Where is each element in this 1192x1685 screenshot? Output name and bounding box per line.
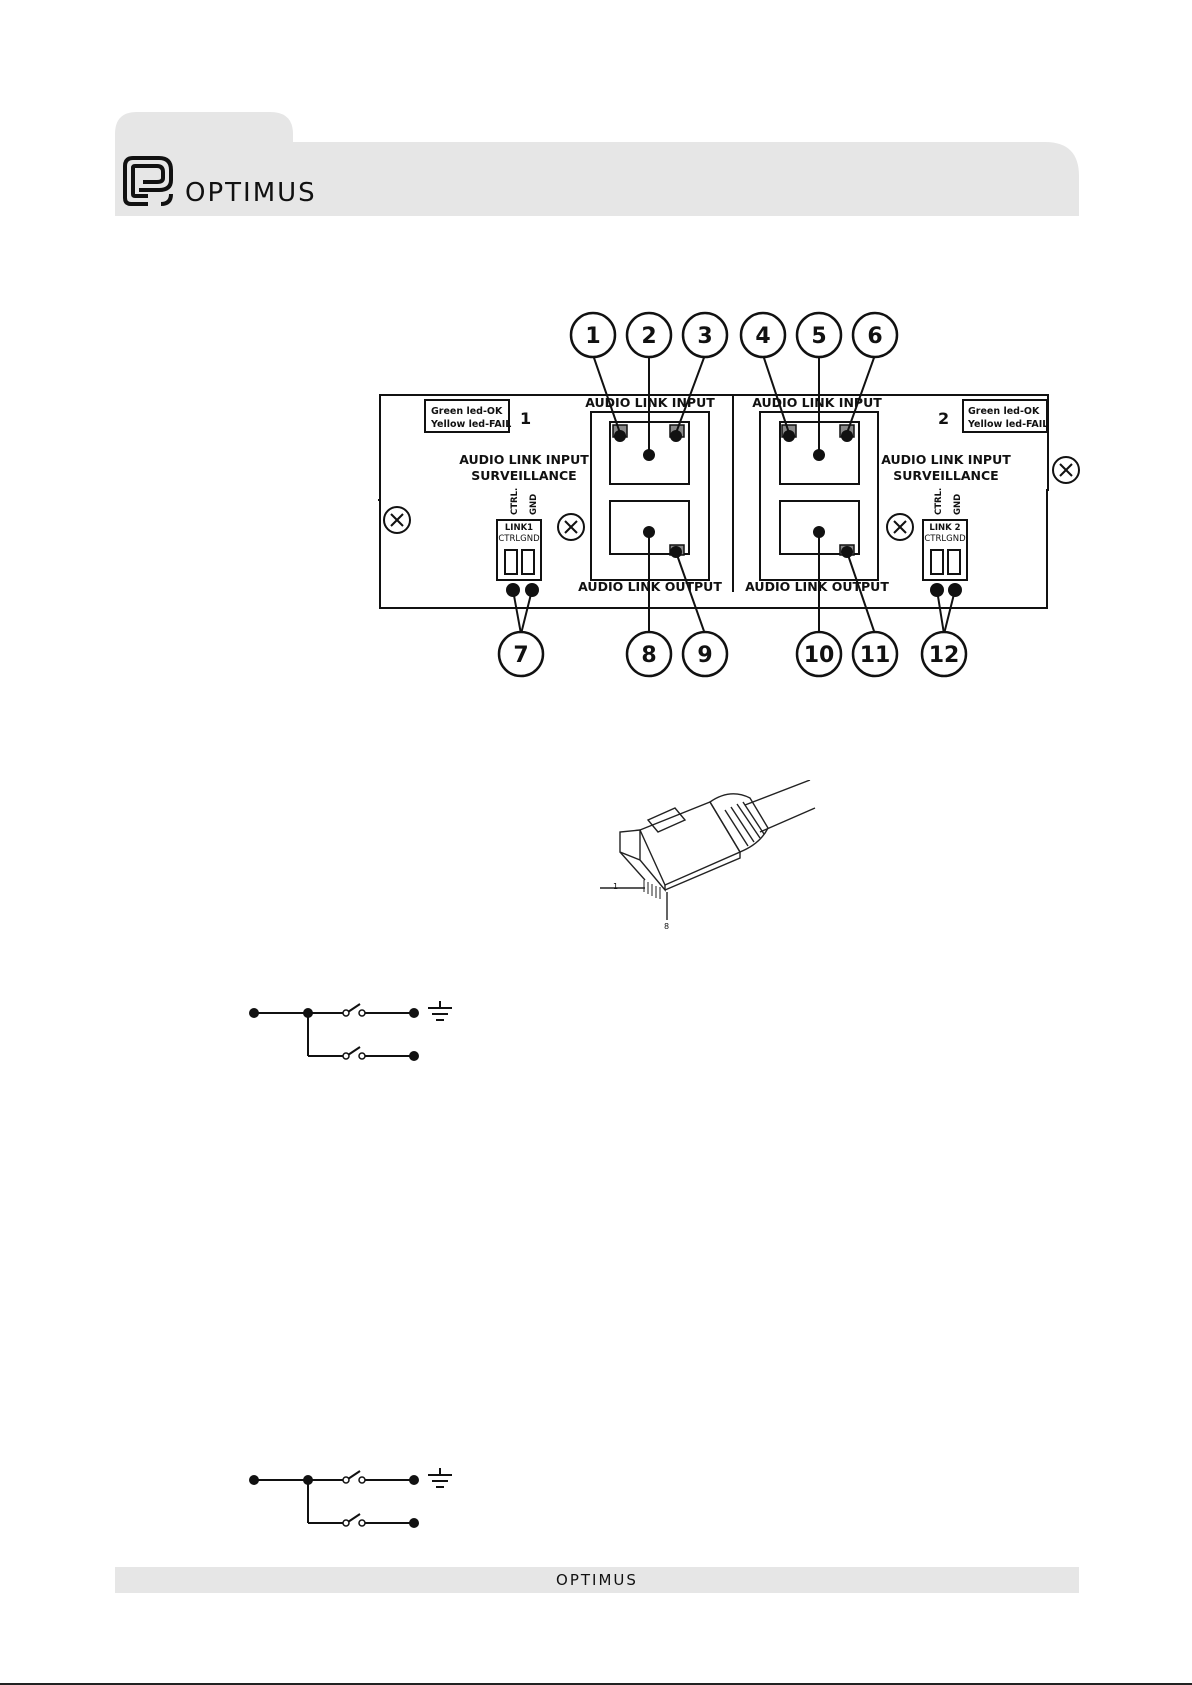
callout-2: 2: [641, 324, 656, 349]
callout-11: 11: [860, 643, 891, 668]
left-terminal-sub: CTRLGND: [498, 534, 540, 544]
callout-3: 3: [697, 324, 712, 349]
right-legend-yellow: Yellow led-FAIL: [967, 419, 1048, 430]
right-input-label: AUDIO LINK INPUT: [752, 395, 882, 410]
callout-9: 9: [697, 643, 712, 668]
right-surveillance-line2: SURVEILLANCE: [893, 468, 998, 483]
callout-1: 1: [585, 324, 600, 349]
left-input-label: AUDIO LINK INPUT: [585, 395, 715, 410]
switch-schematic-top: [240, 995, 470, 1065]
footer-band: OPTIMUS: [115, 1567, 1079, 1593]
left-pin-gnd: GND: [529, 494, 539, 515]
left-pin-ctrl: CTRL.: [510, 488, 520, 515]
left-output-label: AUDIO LINK OUTPUT: [578, 579, 722, 594]
callout-6: 6: [867, 324, 882, 349]
callout-7: 7: [513, 643, 528, 668]
callout-4: 4: [755, 324, 770, 349]
rj45-plug-drawing: [600, 780, 830, 940]
callout-10: 10: [804, 643, 835, 668]
footer-brand: OPTIMUS: [556, 1571, 638, 1589]
right-output-label: AUDIO LINK OUTPUT: [745, 579, 889, 594]
right-pin-ctrl: CTRL.: [934, 488, 944, 515]
callout-8: 8: [641, 643, 656, 668]
left-legend-green: Green led-OK: [431, 406, 503, 417]
right-terminal-sub: CTRLGND: [924, 534, 966, 544]
right-unit-number: 2: [938, 409, 949, 428]
callout-12: 12: [929, 643, 960, 668]
right-pin-gnd: GND: [953, 494, 963, 515]
left-surveillance-line2: SURVEILLANCE: [471, 468, 576, 483]
right-legend-green: Green led-OK: [968, 406, 1040, 417]
plug-pin-first: 1: [613, 882, 618, 891]
right-surveillance-line1: AUDIO LINK INPUT: [881, 452, 1011, 467]
right-terminal-name: LINK 2: [929, 523, 960, 533]
plug-pin-last: 8: [664, 922, 669, 931]
left-legend-yellow: Yellow led-FAIL: [430, 419, 511, 430]
callout-5: 5: [811, 324, 826, 349]
left-surveillance-line1: AUDIO LINK INPUT: [459, 452, 589, 467]
switch-schematic-bottom: [240, 1462, 470, 1532]
left-unit-number: 1: [520, 409, 531, 428]
left-terminal-name: LINK1: [505, 523, 533, 533]
